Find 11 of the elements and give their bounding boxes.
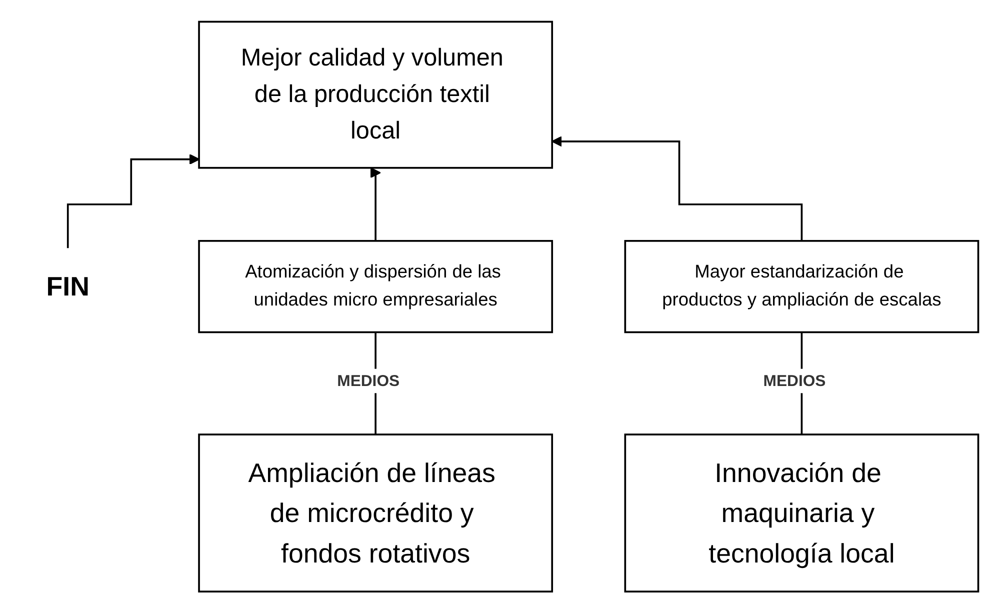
node-box — [198, 434, 554, 593]
node-box — [198, 240, 554, 334]
node-box — [198, 21, 554, 170]
node-text: FIN — [46, 272, 90, 302]
edge-label: MEDIOS — [337, 372, 400, 390]
arrow — [66, 154, 200, 250]
node-box — [624, 240, 980, 334]
arrow — [370, 168, 381, 242]
edge-label: MEDIOS — [763, 372, 826, 390]
arrow — [551, 136, 803, 242]
node-box — [624, 434, 980, 593]
